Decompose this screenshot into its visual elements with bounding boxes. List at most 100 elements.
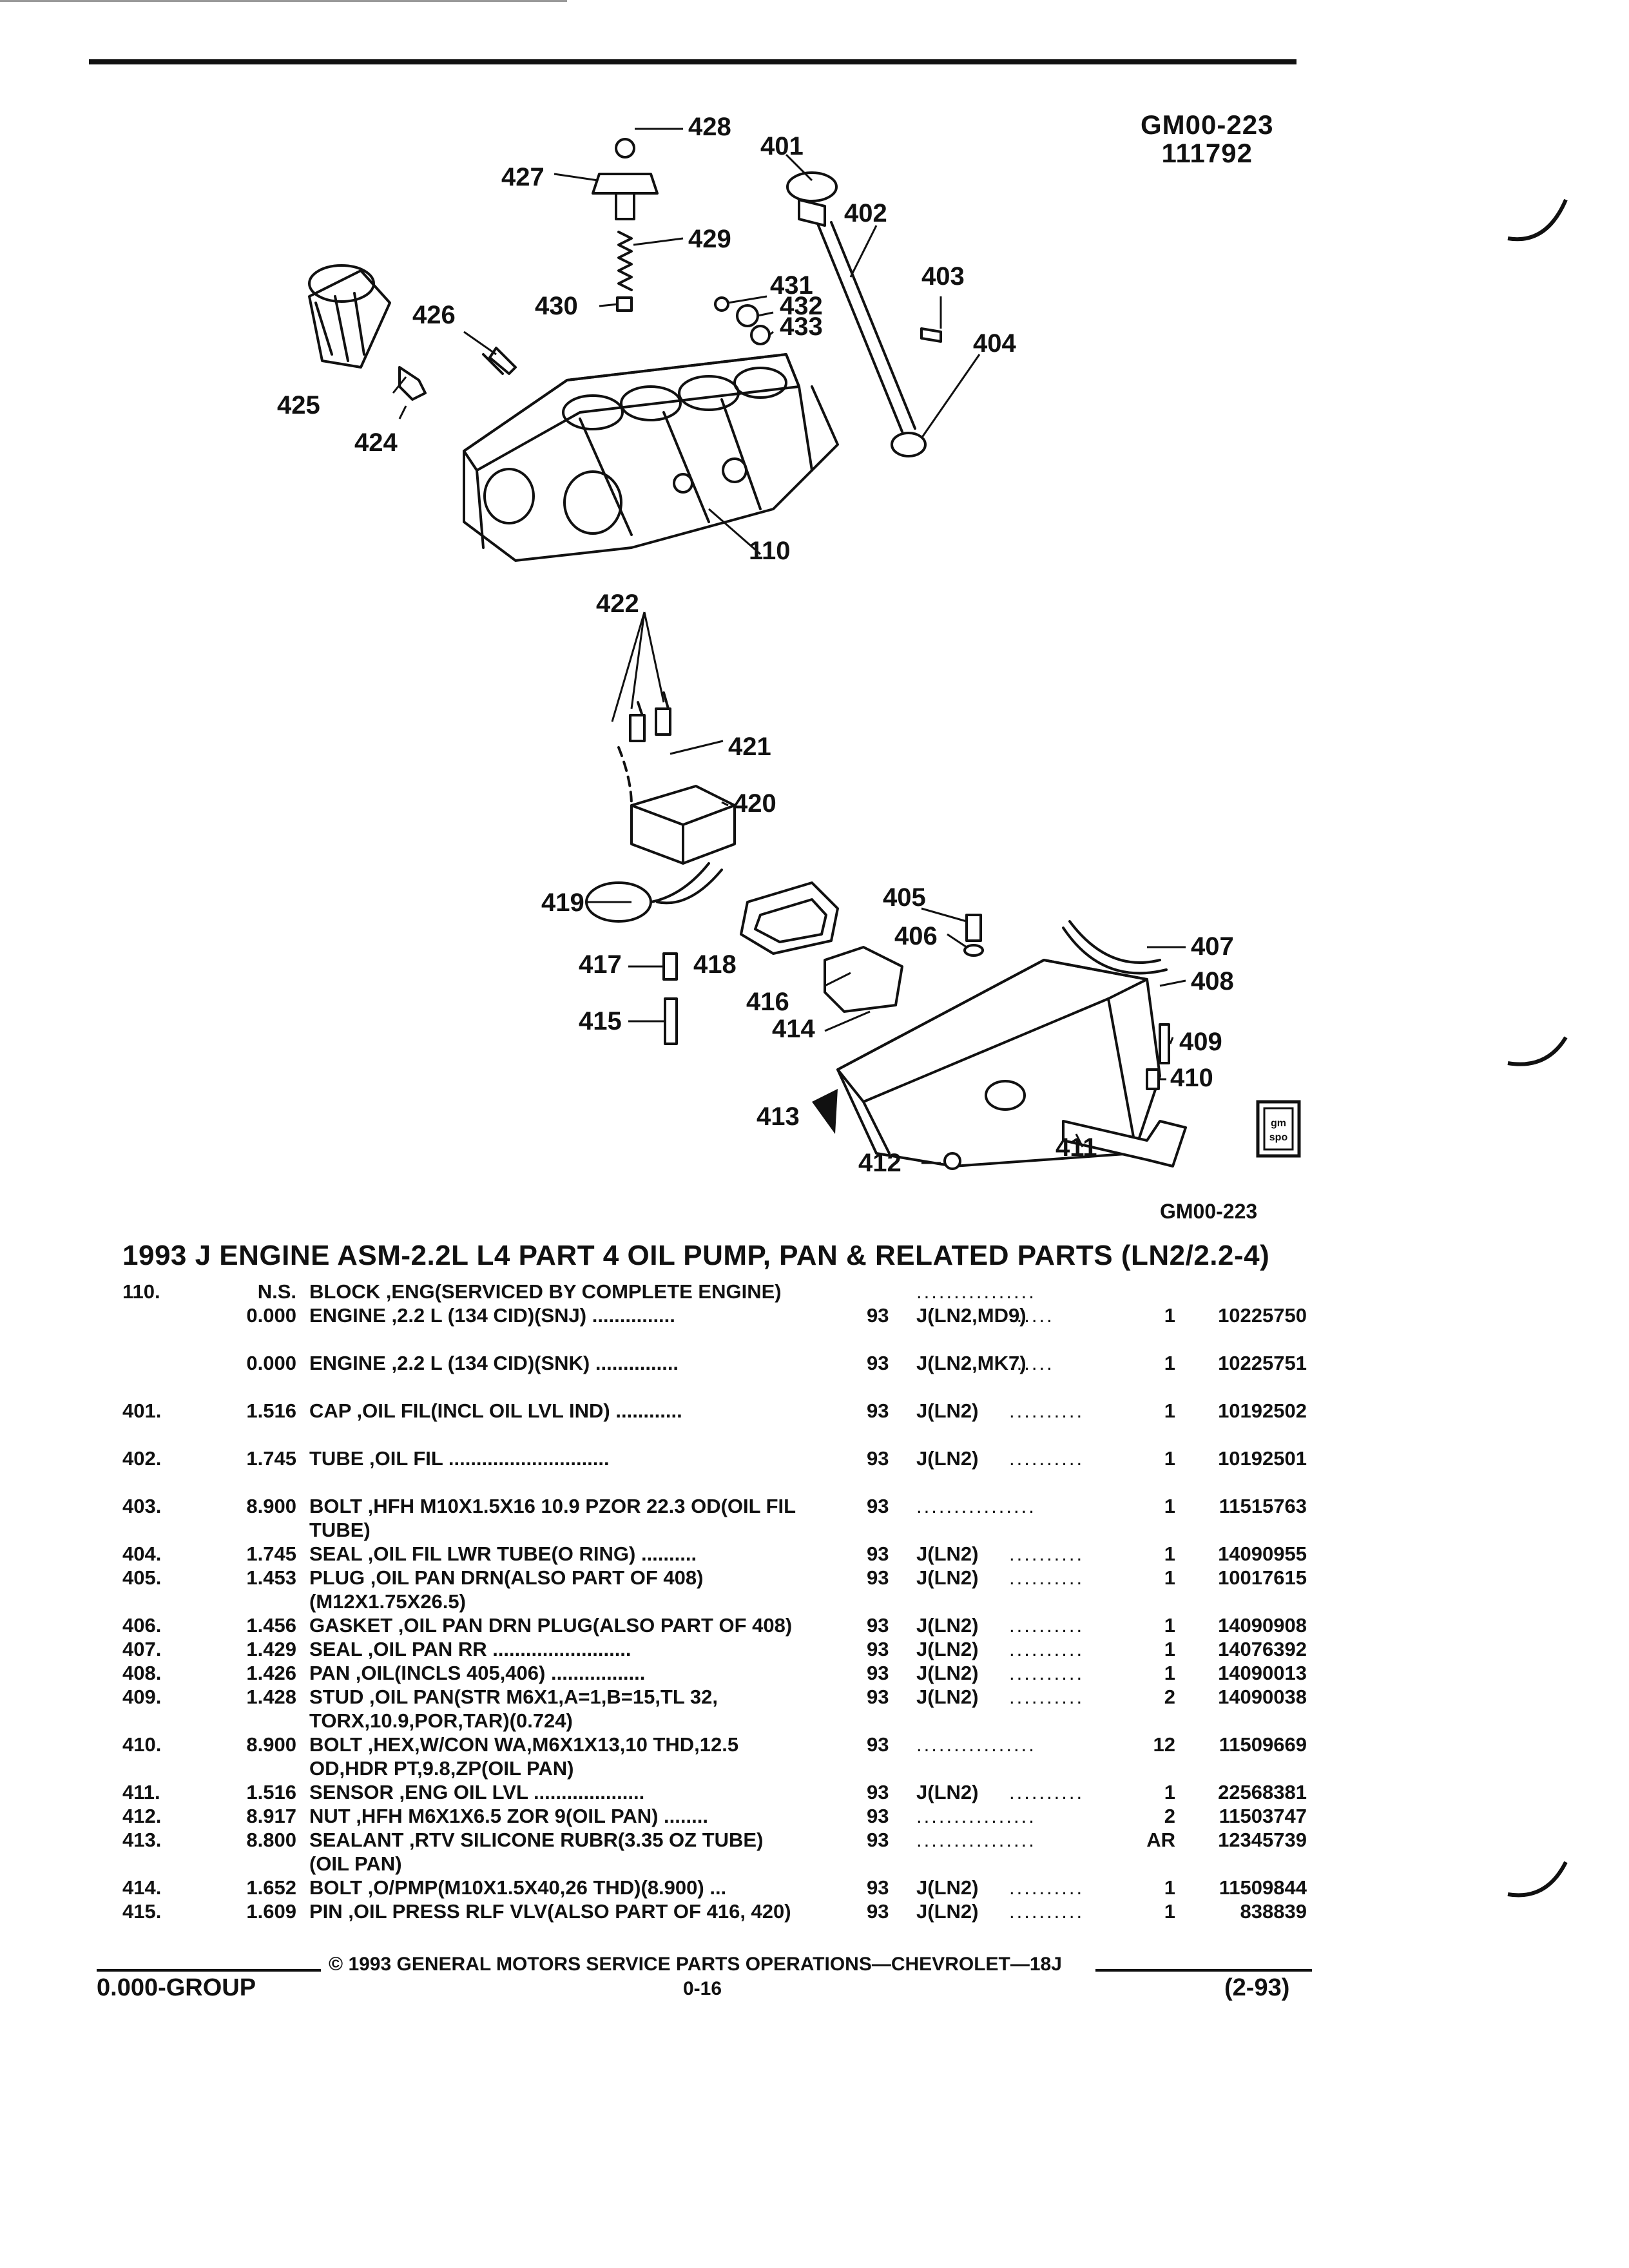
section-title: 1993 J ENGINE ASM-2.2L L4 PART 4 OIL PUM… xyxy=(122,1240,1270,1271)
item-number: 406. xyxy=(122,1614,162,1637)
quantity: 2 xyxy=(1164,1805,1175,1827)
part-description: SEAL ,OIL PAN RR .......................… xyxy=(309,1638,631,1660)
item-number: 405. xyxy=(122,1566,162,1589)
group-code: 8.917 xyxy=(246,1805,296,1827)
leader-dots: .......... xyxy=(1009,1399,1084,1422)
leader-dots: .......... xyxy=(1009,1876,1084,1899)
leader-dots: .......... xyxy=(1009,1662,1084,1684)
quantity: 1 xyxy=(1164,1614,1175,1637)
group-code: 1.652 xyxy=(246,1876,296,1899)
model-code: J(LN2) xyxy=(916,1900,979,1923)
group-label: 0.000-GROUP xyxy=(97,1974,256,2001)
callout-428: 428 xyxy=(688,113,731,141)
part-number: 10225750 xyxy=(1218,1304,1307,1327)
oil-pump-drawing xyxy=(585,691,736,923)
group-code: 1.429 xyxy=(246,1638,296,1660)
group-code: 1.516 xyxy=(246,1399,296,1422)
diagram-caption: GM00-223 xyxy=(1160,1200,1258,1223)
part-description: PAN ,OIL(INCLS 405,406) ................… xyxy=(309,1662,646,1684)
model-code: J(LN2) xyxy=(916,1542,979,1565)
model-year: 93 xyxy=(867,1566,889,1589)
callout-403: 403 xyxy=(921,262,965,291)
part-description: GASKET ,OIL PAN DRN PLUG(ALSO PART OF 40… xyxy=(309,1614,793,1637)
part-description: PIN ,OIL PRESS RLF VLV(ALSO PART OF 416,… xyxy=(309,1900,791,1923)
parts-row: 0.000 ENGINE ,2.2 L (134 CID)(SNJ) ......… xyxy=(122,1303,1315,1351)
part-description: ENGINE ,2.2 L (134 CID)(SNJ) ...........… xyxy=(309,1304,675,1327)
item-number: 414. xyxy=(122,1876,162,1899)
item-number: 410. xyxy=(122,1733,162,1756)
part-description: ENGINE ,2.2 L (134 CID)(SNK) ...........… xyxy=(309,1352,679,1374)
part-number: 22568381 xyxy=(1218,1781,1307,1803)
binder-mark-top xyxy=(1507,198,1568,242)
model-year: 93 xyxy=(867,1781,889,1803)
leader-dots: .......... xyxy=(1009,1614,1084,1637)
part-description: BOLT ,HFH M10X1.5X16 10.9 PZOR 22.3 OD(O… xyxy=(309,1495,796,1541)
leader-dots: ...... xyxy=(1009,1352,1054,1374)
callout-424: 424 xyxy=(354,428,398,457)
callout-427: 427 xyxy=(501,163,545,191)
part-number: 10225751 xyxy=(1218,1352,1307,1374)
callout-432: 432 xyxy=(780,292,823,320)
callout-429: 429 xyxy=(688,225,731,253)
scan-edge-line xyxy=(0,0,567,2)
parts-row: 414. 1.652 BOLT ,O/PMP(M10X1.5X40,26 THD)(… xyxy=(122,1876,1315,1899)
item-number: 409. xyxy=(122,1686,162,1708)
part-number: 12345739 xyxy=(1218,1829,1307,1851)
leader-dots: .......... xyxy=(1009,1447,1084,1470)
model-code: J(LN2) xyxy=(916,1876,979,1899)
quantity: 1 xyxy=(1164,1542,1175,1565)
leader-dots: ................ xyxy=(916,1805,1036,1827)
callout-425: 425 xyxy=(277,391,320,419)
part-description: SEALANT ,RTV SILICONE RUBR(3.35 OZ TUBE)… xyxy=(309,1829,764,1875)
item-number: 404. xyxy=(122,1542,162,1565)
revision-date: (2-93) xyxy=(1224,1974,1290,2001)
part-description: PLUG ,OIL PAN DRN(ALSO PART OF 408) (M12… xyxy=(309,1566,704,1613)
item-number: 401. xyxy=(122,1399,162,1422)
callout-409: 409 xyxy=(1179,1028,1222,1056)
part-number: 14090908 xyxy=(1218,1614,1307,1637)
callout-416: 416 xyxy=(746,988,789,1016)
group-code: 1.745 xyxy=(246,1447,296,1470)
leader-dots: ................ xyxy=(916,1733,1036,1756)
model-year: 93 xyxy=(867,1733,889,1756)
part-description: BOLT ,O/PMP(M10X1.5X40,26 THD)(8.900) ..… xyxy=(309,1876,727,1899)
item-number: 411. xyxy=(122,1781,160,1803)
part-number: 10192501 xyxy=(1218,1447,1307,1470)
callout-421: 421 xyxy=(728,733,771,761)
part-number: 14090038 xyxy=(1218,1686,1307,1708)
quantity: 1 xyxy=(1164,1900,1175,1923)
callout-420: 420 xyxy=(733,789,776,818)
part-description: BOLT ,HEX,W/CON WA,M6X1X13,10 THD,12.5 O… xyxy=(309,1733,739,1780)
model-year: 93 xyxy=(867,1876,889,1899)
quantity: 12 xyxy=(1153,1733,1175,1756)
part-number: 11509844 xyxy=(1219,1876,1307,1899)
callout-408: 408 xyxy=(1191,967,1234,995)
model-code: J(LN2,MK7) xyxy=(916,1352,1027,1374)
item-number: 403. xyxy=(122,1495,162,1517)
model-code: J(LN2) xyxy=(916,1614,979,1637)
engine-block-drawing xyxy=(463,353,839,562)
footer-rule-left xyxy=(97,1969,321,1972)
model-code: J(LN2) xyxy=(916,1399,979,1422)
part-description: SENSOR ,ENG OIL LVL .................... xyxy=(309,1781,645,1803)
model-year: 93 xyxy=(867,1352,889,1374)
group-code: 0.000 xyxy=(246,1304,296,1327)
part-number: 838839 xyxy=(1240,1900,1307,1923)
quantity: 1 xyxy=(1164,1447,1175,1470)
oil-pan-drawing xyxy=(836,920,1168,1168)
illustration-id: GM00-223 111792 xyxy=(1141,111,1273,168)
part-number: 14076392 xyxy=(1218,1638,1307,1660)
model-code: J(LN2) xyxy=(916,1662,979,1684)
callout-406: 406 xyxy=(894,922,938,950)
